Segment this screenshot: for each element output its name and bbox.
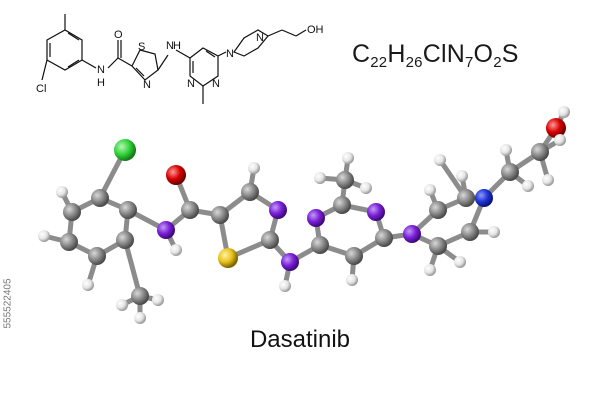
atom-h (456, 170, 468, 182)
atom-h (346, 274, 358, 286)
label-piperazine-n2: N (256, 32, 264, 44)
skeletal-formula: Cl N H O S N N H N N N N OH (36, 14, 324, 104)
atom-h (424, 184, 436, 196)
atom-h (360, 182, 372, 194)
label-amide-n: N (97, 64, 105, 76)
atom-h (522, 180, 534, 192)
atom-n (475, 189, 493, 207)
atom-h (152, 294, 164, 306)
atom-c (211, 206, 229, 224)
atom-h (558, 106, 570, 118)
label-thiazole-s: S (138, 41, 145, 53)
atom-h (279, 280, 291, 292)
label-linker-h: H (173, 40, 181, 52)
atom-c (429, 237, 447, 255)
atom-c (261, 231, 279, 249)
label-amide-h: H (97, 77, 105, 89)
atom-h (488, 226, 500, 238)
atom-c (131, 287, 149, 305)
atom-h (314, 172, 326, 184)
atom-h (554, 134, 566, 146)
atom-h (248, 162, 260, 174)
label-thiazole-n: N (143, 79, 151, 91)
formula-s: S (501, 40, 519, 68)
pyrimidine-ring (189, 47, 219, 87)
label-amide-o: O (114, 29, 123, 41)
label-pyrimidine-n2: N (212, 78, 220, 90)
atom-c (311, 236, 329, 254)
label-piperazine-n1: N (226, 48, 234, 60)
atom-c (119, 201, 137, 219)
atom-h (454, 256, 466, 268)
atom-c (63, 203, 81, 221)
atom-n (269, 201, 287, 219)
compound-name: Dasatinib (249, 326, 351, 353)
atom-c (241, 183, 259, 201)
atom-h (342, 152, 354, 164)
atom-c (457, 189, 475, 207)
atom-c (181, 201, 199, 219)
atom-c (88, 247, 106, 265)
label-hydroxyl: OH (307, 24, 324, 36)
formula-cl: Cl (422, 40, 447, 68)
atom-h (134, 312, 146, 324)
atom-cl (114, 139, 136, 161)
atom-h (424, 264, 436, 276)
atom-h (434, 154, 446, 166)
atom-o (546, 118, 566, 138)
atom-n (307, 209, 325, 227)
atom-n (281, 253, 299, 271)
atom-c (116, 231, 134, 249)
molecular-formula: C22H26ClN7O2S (352, 40, 519, 71)
atom-c (91, 189, 109, 207)
atom-h (542, 174, 554, 186)
bond (122, 237, 143, 299)
atom-c (429, 201, 447, 219)
atom-c (501, 163, 519, 181)
image-id: 555522405 (2, 278, 14, 329)
formula-o: O (473, 40, 494, 68)
atom-h (38, 230, 50, 242)
atom-c (60, 233, 78, 251)
atom-h (500, 144, 512, 156)
atom-c (461, 223, 479, 241)
atom-n (157, 221, 175, 239)
atom-h (56, 186, 68, 198)
atom-c (375, 229, 393, 247)
atom-n (367, 203, 385, 221)
label-pyrimidine-n1: N (187, 78, 195, 90)
thiazole-ring (131, 49, 159, 81)
formula-c: C (352, 40, 371, 68)
atom-c (345, 247, 363, 265)
atom-h (82, 279, 94, 291)
atom-c (336, 171, 354, 189)
atom-o (166, 165, 186, 185)
formula-h-count: 26 (405, 54, 423, 71)
atom-h (116, 299, 128, 311)
label-cl: Cl (36, 83, 46, 95)
atom-h (170, 244, 182, 256)
formula-c-count: 22 (370, 54, 388, 71)
label-linker-n: N (166, 40, 174, 52)
atom-s (218, 248, 238, 268)
atom-c (333, 196, 351, 214)
formula-n-count: 7 (465, 54, 474, 71)
atom-n (403, 225, 421, 243)
atom-c (531, 143, 549, 161)
formula-n: N (446, 40, 465, 68)
formula-o-count: 2 (493, 54, 502, 71)
formula-h: H (387, 40, 406, 68)
